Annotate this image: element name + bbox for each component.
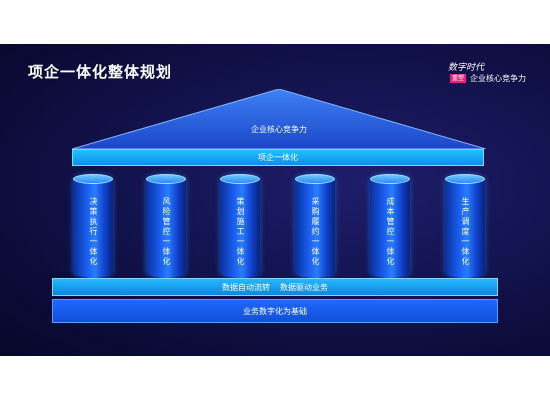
- pillar-body: [445, 174, 485, 278]
- roof-label: 企业核心竞争力: [251, 125, 307, 134]
- pillar-label: 成本管控一体化: [386, 197, 395, 267]
- pillar: 成本管控一体化: [370, 174, 410, 278]
- pillar-body: [295, 174, 335, 278]
- pillar-label: 生产调度一体化: [461, 197, 470, 267]
- roof-triangle: [72, 89, 486, 149]
- brand-logo: 数字时代 重塑 企业核心竞争力: [448, 60, 536, 96]
- pillar-body: [146, 174, 186, 278]
- pillar-body: [370, 174, 410, 278]
- pillar-cap: [220, 174, 260, 184]
- slide-title: 项企一体化整体规划: [28, 63, 173, 81]
- brand-line1: 数字时代: [448, 63, 485, 73]
- pillar: 生产调度一体化: [445, 174, 485, 278]
- pillar-cap: [146, 174, 186, 184]
- base-foundation-label: 业务数字化为基础: [243, 306, 307, 316]
- brand-line2: 企业核心竞争力: [470, 74, 526, 83]
- pillar-label: 决策执行一体化: [89, 197, 98, 267]
- pillar: 风险管控一体化: [146, 174, 186, 278]
- pillar-body: [220, 174, 260, 278]
- pillar-body: [73, 174, 113, 278]
- base-data-driven-label: 数据驱动业务: [280, 282, 328, 292]
- pillar: 采购履约一体化: [295, 174, 335, 278]
- pillar-label: 策划施工一体化: [236, 197, 245, 267]
- base-foundation-layer: 业务数字化为基础: [52, 299, 498, 323]
- pillar-cap: [445, 174, 485, 184]
- pillar-cap: [295, 174, 335, 184]
- slide: 项企一体化整体规划 数字时代 重塑 企业核心竞争力 企业核心竞争力 项企一体化 …: [0, 44, 550, 356]
- base-data-layer: 数据自动流转 数据驱动业务: [52, 278, 498, 296]
- pillar: 策划施工一体化: [220, 174, 260, 278]
- pillar-label: 采购履约一体化: [311, 197, 320, 267]
- brand-tag: 重塑: [450, 74, 467, 83]
- pillar-cap: [73, 174, 113, 184]
- pillar-label: 风险管控一体化: [162, 197, 171, 267]
- pillar: 决策执行一体化: [73, 174, 113, 278]
- pillar-cap: [370, 174, 410, 184]
- base-data-flow-label: 数据自动流转: [222, 282, 270, 292]
- beam-label: 项企一体化: [72, 149, 484, 166]
